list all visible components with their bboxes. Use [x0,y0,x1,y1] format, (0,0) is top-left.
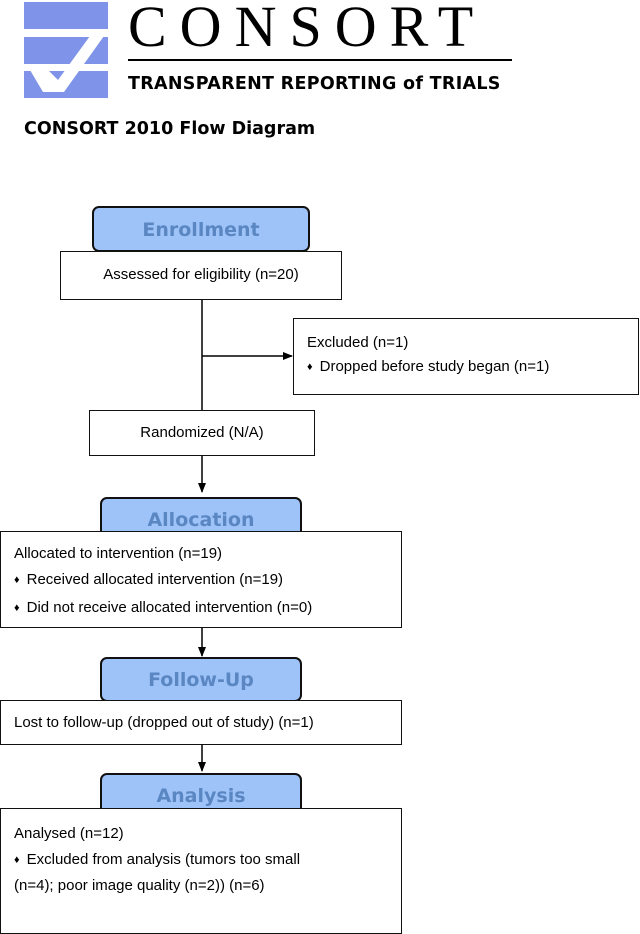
checkmark-icon [30,36,104,92]
followup-text: Lost to follow-up (dropped out of study)… [14,714,314,731]
excluded-title: Excluded (n=1) [307,334,409,351]
stage-followup-label: Follow-Up [148,669,254,691]
stage-followup-header: Follow-Up [100,657,302,702]
randomized-box: Randomized (N/A) [89,410,315,456]
logo-top-band [24,2,108,29]
consort-logo [24,2,108,98]
followup-box: Lost to follow-up (dropped out of study)… [0,700,402,745]
allocation-box: Allocated to intervention (n=19) ♦Receiv… [0,531,402,628]
allocation-item-not-received: ♦Did not receive allocated intervention … [14,599,313,616]
stage-enrollment-header: Enrollment [92,206,310,252]
assessed-box: Assessed for eligibility (n=20) [60,251,342,300]
analysis-title: Analysed (n=12) [14,825,124,842]
brand-tagline: TRANSPARENT REPORTING of TRIALS [128,74,501,94]
assessed-text: Assessed for eligibility (n=20) [103,266,299,283]
stage-analysis-label: Analysis [156,785,246,807]
randomized-text: Randomized (N/A) [140,424,264,441]
diamond-bullet-icon: ♦ [307,361,313,373]
analysis-box: Analysed (n=12) ♦Excluded from analysis … [0,808,402,934]
allocation-item-received: ♦Received allocated intervention (n=19) [14,571,284,588]
analysis-item-excluded-continued: (n=4); poor image quality (n=2)) (n=6) [14,877,265,894]
brand-name: CONSORT [128,0,487,59]
allocation-title: Allocated to intervention (n=19) [14,545,223,562]
stage-enrollment-label: Enrollment [142,219,260,241]
excluded-item: ♦Dropped before study began (n=1) [307,358,550,375]
diagram-title: CONSORT 2010 Flow Diagram [24,119,316,139]
diamond-bullet-icon: ♦ [14,602,20,614]
excluded-box: Excluded (n=1) ♦Dropped before study beg… [293,318,639,395]
analysis-item-excluded: ♦Excluded from analysis (tumors too smal… [14,851,301,868]
diamond-bullet-icon: ♦ [14,854,20,866]
stage-allocation-label: Allocation [147,509,255,531]
brand-divider [128,59,512,61]
diamond-bullet-icon: ♦ [14,574,20,586]
